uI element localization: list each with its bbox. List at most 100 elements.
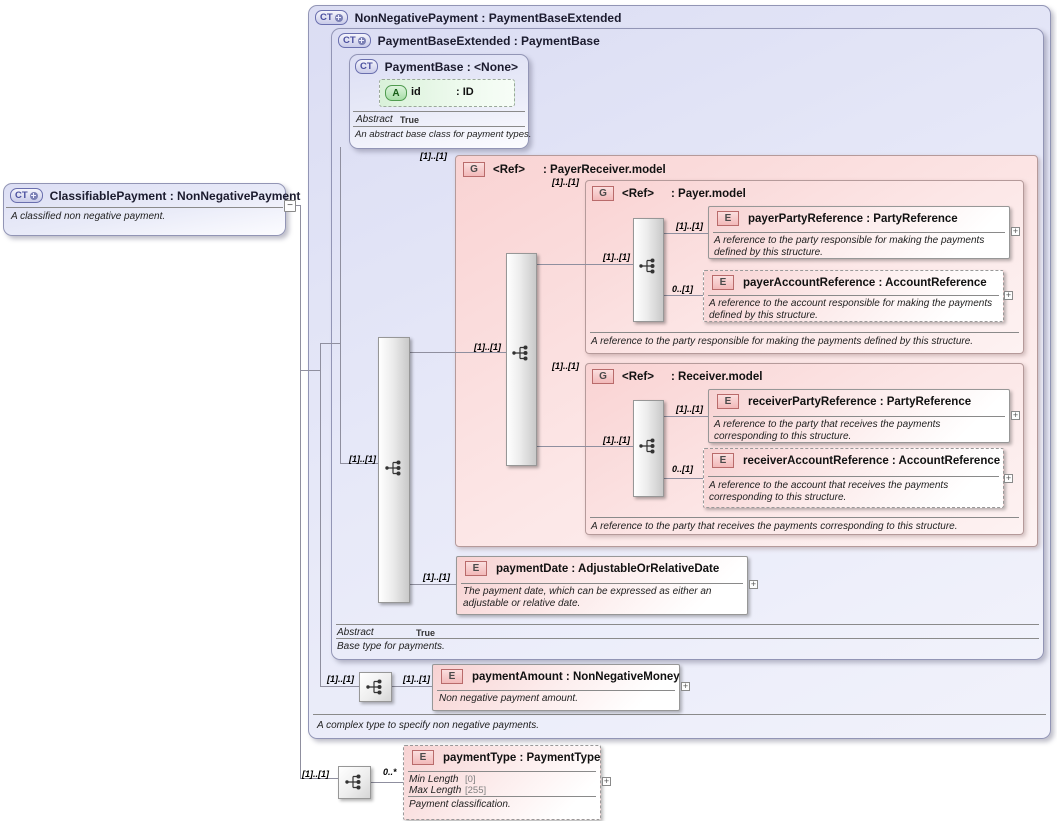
connector-line — [662, 416, 708, 417]
collapse-button[interactable]: − — [284, 200, 296, 212]
cardinality-label: [1]..[1] — [403, 674, 430, 684]
annotation-separator — [590, 332, 1019, 333]
element-badge: E — [712, 453, 734, 468]
complex-type-paymentbase: CT PaymentBase : <None> A id : ID Abstra… — [349, 54, 531, 149]
element-badge: E — [717, 211, 739, 226]
cardinality-label: [1]..[1] — [676, 221, 703, 231]
abstract-value: True — [400, 115, 420, 125]
expand-button[interactable]: + — [602, 776, 611, 786]
group-badge: G — [463, 162, 485, 177]
facet-separator — [408, 771, 596, 772]
group-type: : PayerReceiver.model — [543, 164, 666, 176]
element-payeraccountreference: E payerAccountReference : AccountReferen… — [703, 270, 1004, 322]
element-annotation: A reference to the party that receives t… — [714, 419, 941, 442]
connector-line — [300, 370, 320, 371]
annotation-separator — [708, 476, 999, 477]
connector-line — [340, 463, 378, 464]
cardinality-label: [1]..[1] — [474, 342, 501, 352]
group-ref: <Ref> — [493, 163, 525, 176]
extension-plus-icon — [357, 36, 366, 45]
element-paymentamount: E paymentAmount : NonNegativeMoney Non n… — [432, 664, 680, 711]
sequence-compositor — [338, 766, 371, 799]
extension-plus-icon — [334, 13, 343, 22]
type-annotation: A classified non negative payment. — [11, 211, 166, 222]
cardinality-label: 0..[1] — [672, 464, 694, 474]
element-badge: E — [465, 561, 487, 576]
sequence-bar — [633, 400, 664, 497]
expand-button[interactable]: + — [681, 681, 690, 691]
sequence-compositor — [359, 672, 392, 702]
sequence-icon — [639, 258, 655, 274]
sequence-bar — [378, 337, 410, 603]
attribute-id: A id : ID — [379, 79, 515, 107]
group-ref: <Ref> — [622, 370, 654, 383]
ct-plus-badge: CT — [10, 188, 43, 203]
maxlength-value: [255] — [465, 785, 487, 796]
element-badge: E — [717, 394, 739, 409]
sequence-bar — [506, 253, 537, 466]
element-annotation: The payment date, which can be expressed… — [463, 586, 712, 609]
footer-separator — [313, 714, 1046, 715]
cardinality-label: [1]..[1] — [552, 361, 579, 371]
ct-plus-badge: CT — [338, 33, 371, 48]
connector-line — [300, 778, 338, 779]
abstract-label: Abstract — [356, 114, 393, 125]
annotation-separator — [461, 583, 743, 584]
group-annotation: A reference to the party responsible for… — [591, 336, 974, 347]
connector-line — [320, 343, 340, 344]
attribute-badge: A — [385, 85, 407, 101]
element-paymentdate: E paymentDate : AdjustableOrRelativeDate… — [456, 556, 748, 615]
attribute-type: : ID — [456, 86, 474, 98]
element-annotation: Non negative payment amount. — [439, 693, 578, 704]
type-title: ClassifiablePayment : NonNegativePayment — [49, 188, 301, 203]
element-badge: E — [412, 750, 434, 765]
cardinality-label: [1]..[1] — [676, 404, 703, 414]
group-badge: G — [592, 186, 614, 201]
cardinality-label: [1]..[1] — [302, 769, 329, 779]
element-title: payerAccountReference : AccountReference — [743, 276, 987, 289]
expand-button[interactable]: + — [1004, 473, 1013, 483]
expand-button[interactable]: + — [749, 579, 758, 589]
group-ref: <Ref> — [622, 187, 654, 200]
maxlength-label: Max Length — [409, 785, 462, 796]
annotation-separator — [437, 690, 675, 691]
element-annotation: Payment classification. — [409, 799, 511, 810]
annotation-separator — [353, 126, 525, 127]
element-paymenttype: E paymentType : PaymentType Min Length [… — [403, 745, 601, 820]
cardinality-label: 0..* — [383, 767, 397, 777]
group-type: : Receiver.model — [671, 371, 763, 383]
group-annotation: A reference to the party that receives t… — [591, 521, 958, 532]
connector-line — [340, 147, 341, 464]
element-badge: E — [712, 275, 734, 290]
expand-button[interactable]: + — [1004, 290, 1013, 300]
type-title: NonNegativePayment : PaymentBaseExtended — [354, 10, 622, 25]
minlength-label: Min Length — [409, 774, 459, 785]
element-title: paymentAmount : NonNegativeMoney — [472, 670, 680, 683]
element-title: receiverAccountReference : AccountRefere… — [743, 454, 1001, 467]
type-annotation: A complex type to specify non negative p… — [317, 720, 539, 731]
abstract-separator — [336, 624, 1039, 625]
sequence-icon — [639, 438, 655, 454]
element-title: receiverPartyReference : PartyReference — [748, 395, 972, 408]
connector-line — [535, 446, 633, 447]
extension-plus-icon — [29, 191, 38, 200]
group-type: : Payer.model — [671, 188, 746, 200]
connector-line — [662, 295, 703, 296]
element-title: paymentType : PaymentType — [443, 751, 601, 764]
element-title: payerPartyReference : PartyReference — [748, 212, 958, 225]
annotation-separator — [6, 207, 283, 208]
connector-line — [320, 343, 321, 687]
expand-button[interactable]: + — [1011, 226, 1020, 236]
connector-line — [662, 478, 703, 479]
connector-line — [320, 686, 359, 687]
ct-plus-badge: CT — [315, 10, 348, 25]
annotation-separator — [708, 295, 999, 296]
element-annotation: A reference to the party responsible for… — [714, 235, 985, 258]
type-annotation: Base type for payments. — [337, 641, 445, 652]
expand-button[interactable]: + — [1011, 410, 1020, 420]
annotation-separator — [590, 517, 1019, 518]
abstract-value: True — [416, 628, 436, 638]
sequence-icon — [345, 774, 361, 790]
attribute-name: id — [411, 86, 421, 98]
cardinality-label: 0..[1] — [672, 284, 694, 294]
